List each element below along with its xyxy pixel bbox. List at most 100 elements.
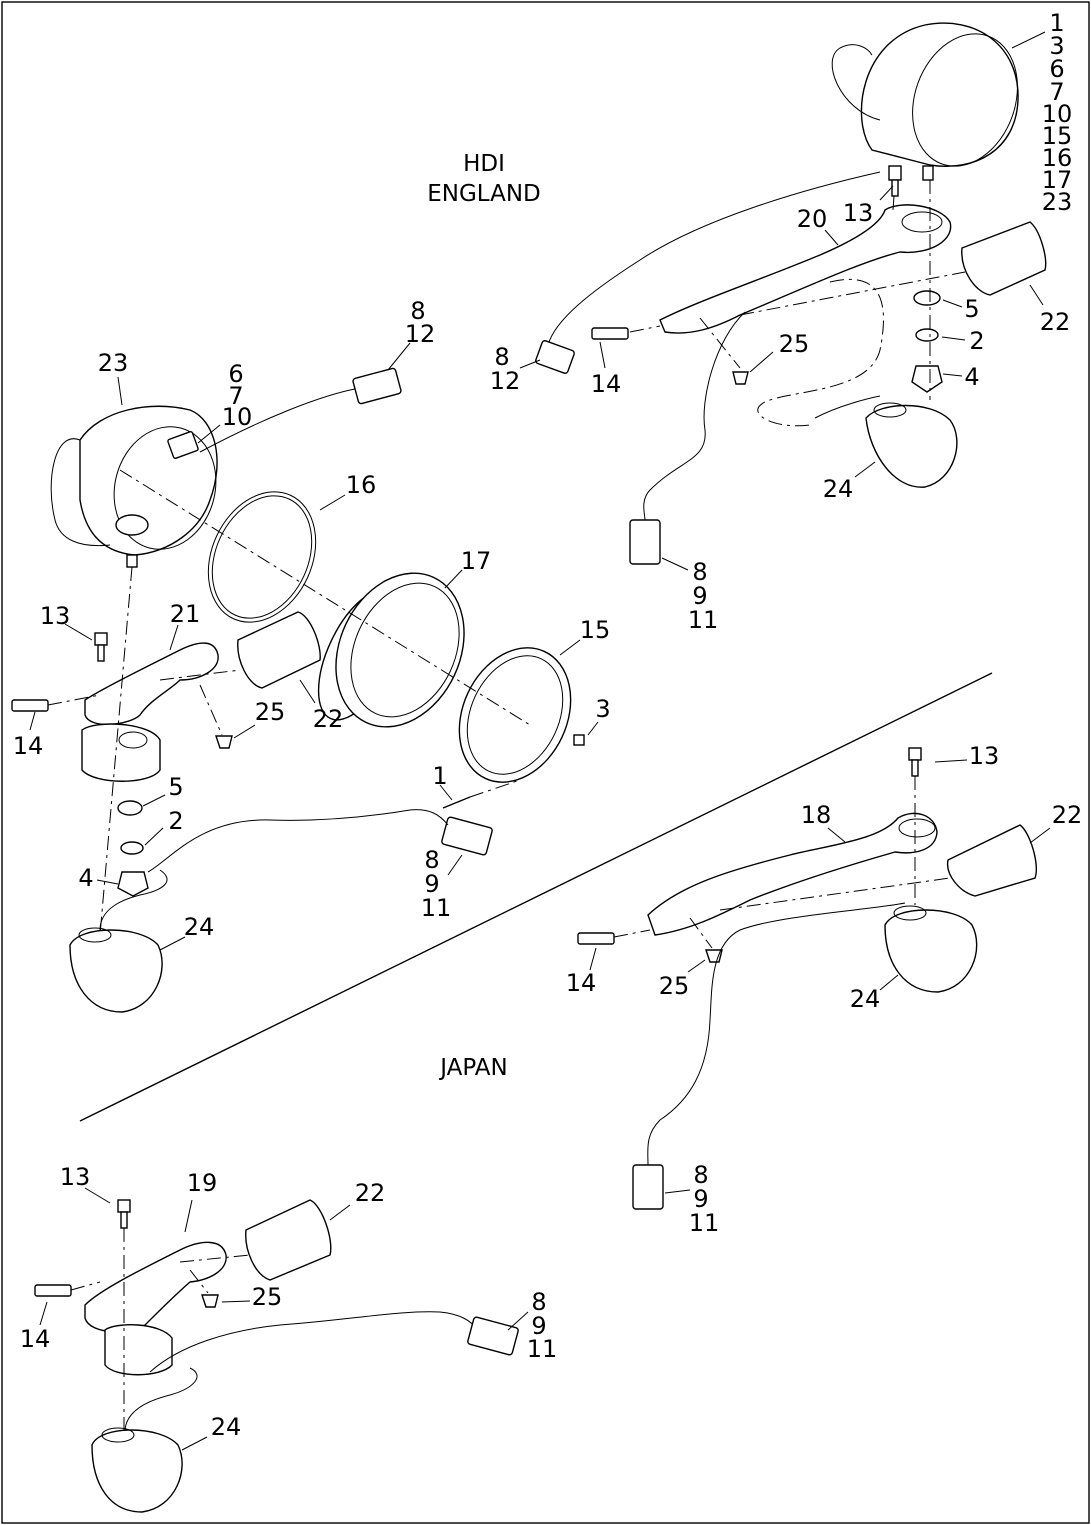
callout-tr-9: 9 (692, 582, 707, 610)
callout-b-9: 9 (531, 1312, 546, 1340)
callout-r-9: 9 (693, 1185, 708, 1213)
callout-tr-1: 1 (1049, 9, 1064, 37)
axis-b-screw (70, 1281, 101, 1291)
connector-l-8-12 (352, 367, 402, 405)
leader-b-14 (39, 1301, 48, 1326)
bracket-21 (84, 642, 219, 726)
leader-b-8-9-11 (507, 1311, 529, 1331)
left-assembly (11, 367, 585, 1013)
pin-25-b (201, 1294, 219, 1308)
nut-3 (573, 734, 585, 746)
connector-6-7-10 (167, 431, 199, 459)
callout-tr-5: 5 (964, 295, 979, 323)
screw-14-r (577, 932, 615, 945)
leader-l-23 (117, 376, 123, 406)
callout-l-12: 12 (405, 320, 436, 348)
mount-loop-tr (831, 44, 881, 121)
callout-r-25: 25 (659, 972, 690, 1000)
callout-tr-11: 11 (688, 606, 719, 634)
callout-r-24: 24 (850, 985, 881, 1013)
leader-l-6-7-10 (197, 424, 221, 444)
axis-tr-cover (739, 271, 966, 316)
bolt-13-b-shank (120, 1211, 128, 1229)
bracket-20-hole (901, 211, 943, 233)
cover-22-b (245, 1199, 332, 1281)
led-headlamp-17-lens (350, 582, 460, 718)
leader-r-24 (879, 974, 899, 991)
axis-tr-pin (699, 317, 741, 369)
leader-r-8-9-11 (664, 1189, 691, 1194)
callout-tr-20: 20 (797, 205, 828, 233)
callout-l-9: 9 (424, 870, 439, 898)
headlamp-housing-tr (860, 22, 1019, 167)
pin-25-tr (732, 371, 749, 385)
leader-r-22 (1029, 827, 1051, 844)
leader-l-22 (299, 679, 316, 704)
callout-tr-3: 3 (1049, 32, 1064, 60)
callout-r-13: 13 (969, 742, 1000, 770)
leader-l-14 (29, 711, 36, 731)
callout-l-11: 11 (421, 894, 452, 922)
leader-tr-stack (1011, 31, 1046, 49)
axis-b-cover (179, 1254, 251, 1263)
callout-tr-25: 25 (779, 330, 810, 358)
callout-tr-4: 4 (964, 363, 979, 391)
axis-l-cover (159, 669, 241, 681)
leader-l-21 (169, 624, 179, 651)
screw-14-b (34, 1284, 72, 1297)
callout-tr-24: 24 (823, 475, 854, 503)
callout-l-22: 22 (313, 705, 344, 733)
screw-14-l (11, 699, 49, 712)
pin-25-r (705, 949, 723, 963)
callout-b-13: 13 (60, 1163, 91, 1191)
leader-l-17 (444, 569, 463, 589)
leader-tr-4 (942, 373, 963, 377)
leader-b-25 (221, 1300, 251, 1303)
region-label-japan: JAPAN (438, 1055, 507, 1081)
callout-tr-17: 17 (1042, 166, 1073, 194)
leader-l-16 (319, 494, 346, 511)
callout-l-13: 13 (40, 602, 71, 630)
leader-l-4 (96, 879, 119, 885)
lockwasher-2-tr (915, 328, 939, 342)
right-japan-assembly (577, 747, 1037, 1210)
wire-b-signal (124, 1367, 198, 1433)
connector-tr-8-9-11 (629, 519, 661, 565)
bottom-japan-assembly (34, 1199, 519, 1513)
wire-l-upper (199, 387, 361, 453)
bolt-13-tr (888, 165, 902, 181)
leader-b-24 (181, 1436, 208, 1451)
turn-signal-24-b (91, 1429, 183, 1513)
callout-l-14: 14 (13, 732, 44, 760)
leader-l-24 (159, 936, 186, 951)
led-headlamp-17 (335, 572, 465, 728)
callout-l-25: 25 (255, 698, 286, 726)
callout-tr-15: 15 (1042, 122, 1073, 150)
callout-b-22: 22 (355, 1179, 386, 1207)
leader-r-25 (687, 959, 706, 973)
leader-tr-2 (941, 336, 966, 341)
connector-l-8-9-11 (441, 816, 493, 856)
callout-b-19: 19 (187, 1169, 218, 1197)
housing-23-socket (115, 514, 149, 536)
callout-l-8: 8 (410, 297, 425, 325)
trim-ring-15-inner (466, 655, 564, 775)
callout-l-5: 5 (168, 773, 183, 801)
bolt-13-r (908, 747, 922, 761)
headlamp-housing-23 (79, 405, 218, 556)
callout-l-10: 10 (222, 403, 253, 431)
routing-tr-wire (757, 278, 884, 427)
callout-tr-22: 22 (1040, 308, 1071, 336)
wire-l-signal (99, 869, 168, 931)
axis-r-screw (613, 929, 651, 938)
region-label-hdi: HDI (463, 151, 505, 177)
leader-tr-24 (854, 461, 876, 478)
bracket-21-base (81, 723, 161, 782)
leader-tr-8-9-11 (661, 557, 689, 571)
leader-b-19 (184, 1199, 193, 1233)
cover-22-r (946, 824, 1037, 897)
callout-l-8b: 8 (424, 846, 439, 874)
wire-l-lower (147, 809, 449, 873)
